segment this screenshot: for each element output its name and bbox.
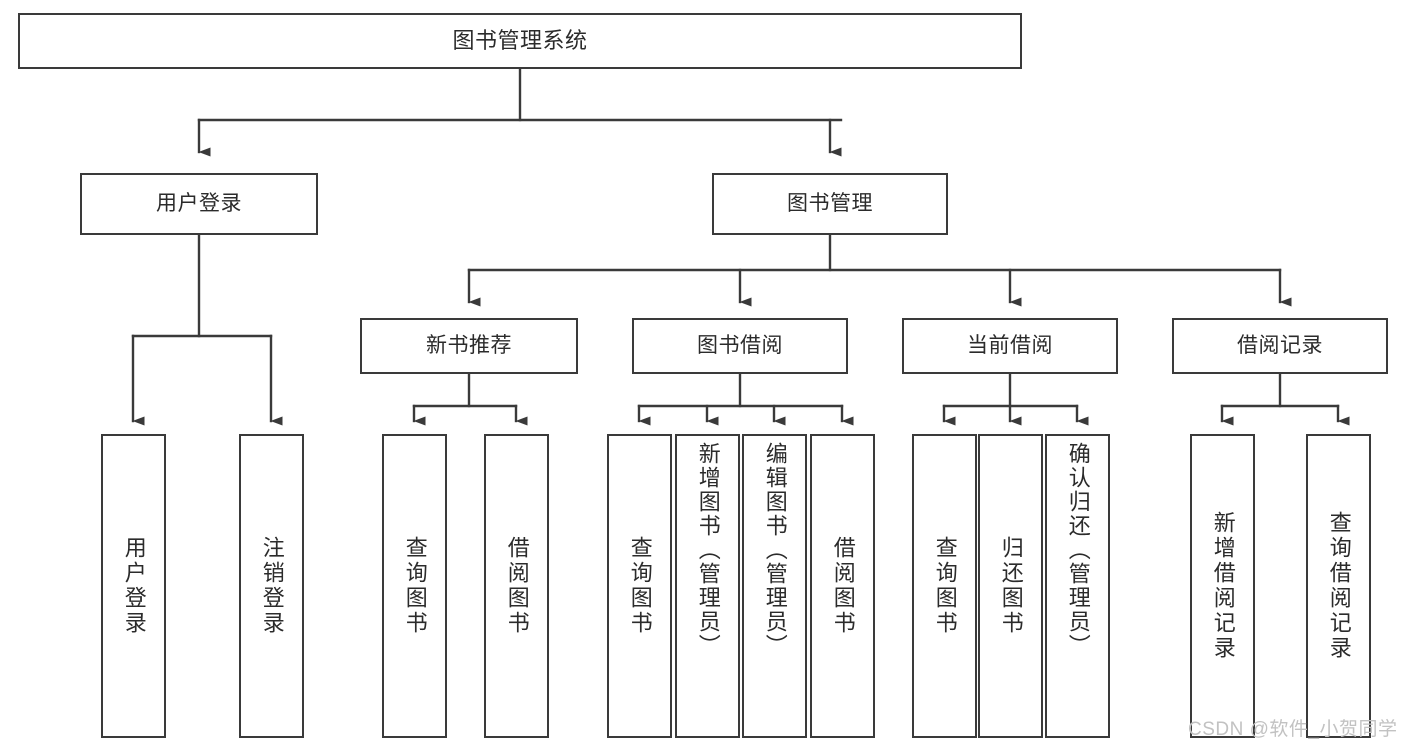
leaf-edit-book-admin[interactable]: 编辑图书（管理员） bbox=[742, 434, 807, 738]
node-label: 图书借阅 bbox=[697, 334, 783, 358]
node-borrow-records[interactable]: 借阅记录 bbox=[1172, 318, 1388, 374]
node-label: 图书管理系统 bbox=[452, 27, 588, 53]
leaf-query-book-current[interactable]: 查询图书 bbox=[912, 434, 977, 738]
leaf-add-book-admin[interactable]: 新增图书（管理员） bbox=[675, 434, 740, 738]
node-label: 编辑图书（管理员） bbox=[762, 442, 788, 658]
node-label: 新增借阅记录 bbox=[1210, 511, 1236, 661]
node-label: 归还图书 bbox=[998, 536, 1024, 636]
leaf-confirm-return-admin[interactable]: 确认归还（管理员） bbox=[1045, 434, 1110, 738]
leaf-query-book-borrow[interactable]: 查询图书 bbox=[607, 434, 672, 738]
node-book-management[interactable]: 图书管理 bbox=[712, 173, 948, 235]
node-current-borrow[interactable]: 当前借阅 bbox=[902, 318, 1118, 374]
node-book-borrow[interactable]: 图书借阅 bbox=[632, 318, 848, 374]
node-user-login[interactable]: 用户登录 bbox=[80, 173, 318, 235]
node-label: 借阅图书 bbox=[830, 536, 856, 636]
leaf-logout[interactable]: 注销登录 bbox=[239, 434, 304, 738]
node-label: 查询图书 bbox=[402, 536, 428, 636]
node-label: 用户登录 bbox=[121, 536, 147, 636]
leaf-add-borrow-record[interactable]: 新增借阅记录 bbox=[1190, 434, 1255, 738]
node-label: 查询图书 bbox=[627, 536, 653, 636]
node-label: 用户登录 bbox=[156, 192, 242, 216]
node-label: 借阅图书 bbox=[504, 536, 530, 636]
node-label: 注销登录 bbox=[259, 536, 285, 636]
node-label: 新增图书（管理员） bbox=[695, 442, 721, 658]
leaf-user-login[interactable]: 用户登录 bbox=[101, 434, 166, 738]
leaf-borrow-book-recommend[interactable]: 借阅图书 bbox=[484, 434, 549, 738]
node-label: 图书管理 bbox=[787, 192, 873, 216]
leaf-query-book-recommend[interactable]: 查询图书 bbox=[382, 434, 447, 738]
node-label: 借阅记录 bbox=[1237, 334, 1323, 358]
node-label: 确认归还（管理员） bbox=[1065, 442, 1091, 658]
leaf-return-book[interactable]: 归还图书 bbox=[978, 434, 1043, 738]
node-root-book-management-system[interactable]: 图书管理系统 bbox=[18, 13, 1022, 69]
csdn-watermark: CSDN @软件_小贺同学 bbox=[1188, 719, 1398, 740]
leaf-query-borrow-record[interactable]: 查询借阅记录 bbox=[1306, 434, 1371, 738]
node-new-book-recommend[interactable]: 新书推荐 bbox=[360, 318, 578, 374]
node-label: 查询借阅记录 bbox=[1326, 511, 1352, 661]
node-label: 当前借阅 bbox=[967, 334, 1053, 358]
leaf-borrow-book[interactable]: 借阅图书 bbox=[810, 434, 875, 738]
node-label: 新书推荐 bbox=[426, 334, 512, 358]
node-label: 查询图书 bbox=[932, 536, 958, 636]
